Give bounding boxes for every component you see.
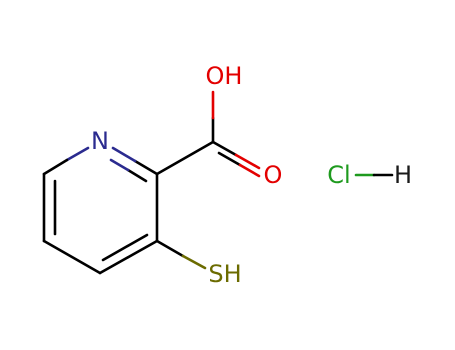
bond-n-c6 — [42, 158, 69, 176]
atom-label-sh: SH — [208, 260, 241, 288]
bond-c-o-inner — [217, 151, 242, 167]
bond-c3-s-s-half — [181, 254, 207, 270]
bond-c2-n-inner-n-half — [109, 158, 130, 172]
thiol-group — [155, 239, 207, 270]
bond-c2-n — [133, 159, 159, 176]
atom-label-h: H — [394, 161, 412, 189]
bond-c2-n-n-half — [111, 146, 137, 163]
bond-c-o-o-half — [234, 153, 261, 170]
atom-label-o: O — [264, 161, 283, 189]
atom-label-n: N — [91, 127, 109, 155]
carboxyl-group — [155, 90, 261, 178]
atom-label-oh: OH — [206, 62, 243, 90]
pyridine-ring — [42, 146, 159, 275]
bond-c5-c4 — [42, 239, 102, 275]
bond-c-o-inner-o-half — [238, 163, 261, 178]
bond-c-o — [211, 140, 238, 157]
bond-c2-ccooh — [155, 140, 215, 176]
bond-c4-c3-inner — [101, 233, 149, 262]
atom-label-cl: Cl — [327, 161, 350, 189]
bond-c2-n-inner — [126, 168, 148, 183]
bond-c4-c3 — [98, 239, 159, 275]
bond-n-c6-n-half — [65, 146, 90, 162]
bond-c3-s — [155, 239, 185, 258]
